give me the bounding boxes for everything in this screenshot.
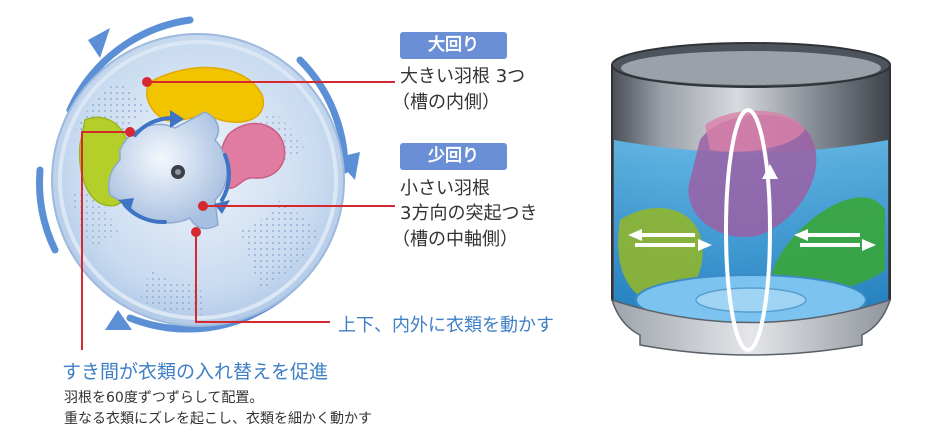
tub-illustration [610,42,892,356]
leader-lines [81,81,395,350]
large-rotation-line1: 大きい羽根 3つ [400,66,526,87]
rotation-arc-left [36,166,59,254]
small-rotation-badge: 少回り [400,143,507,170]
movement-caption: 上下、内外に衣類を動かす [338,315,554,336]
leader-gap [81,131,130,350]
gap-caption-title: すき間が衣類の入れ替えを促進 [62,361,329,383]
small-rotation-line1: 小さい羽根 [400,178,490,199]
gap-caption-line2: 重なる衣類にズレを起こし、衣類を細かく動かす [64,411,372,427]
small-rotation-line3: （槽の中軸側） [392,229,518,250]
rotation-arc-top [66,16,194,114]
small-rotation-line2: 3方向の突起つき [400,203,538,224]
small-blade-hub [108,111,228,230]
vertical-loop-arrow [724,108,772,352]
leader-movement [195,232,330,323]
indicator-dots [125,77,208,237]
clothes-pink [705,110,805,152]
gap-caption-line1: 羽根を60度ずつずらして配置。 [64,390,264,406]
large-rotation-line2: （槽の内側） [392,92,500,113]
flow-arrows [635,108,860,352]
large-rotation-badge: 大回り [400,32,507,59]
